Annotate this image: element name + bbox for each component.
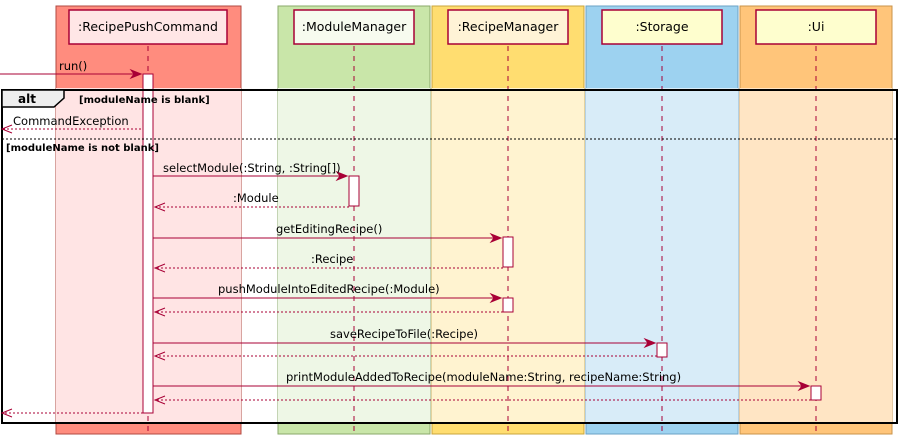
arrowhead-command-exception [0,124,13,134]
messages [0,68,811,418]
participant-box-module-manager [293,9,415,45]
participant-label-module-manager: :ModuleManager [302,19,407,34]
participant-headers: :RecipePushCommand :ModuleManager :Recip… [68,9,877,45]
alt-guard-1: [moduleName is blank] [79,95,210,106]
participant-label-ui: :Ui [808,19,825,34]
activation-bars [142,73,822,414]
participant-box-recipe-push-command [68,9,228,45]
activation-ui [810,385,822,401]
alt-frame: alt [moduleName is blank] [moduleName is… [1,89,898,424]
activation-storage [656,342,668,358]
label-push-module: pushModuleIntoEditedRecipe(:Module) [218,282,440,296]
activation-recipe-push-command [142,73,154,414]
participant-label-recipe-manager: :RecipeManager [458,19,560,34]
arrowhead-run [129,68,143,80]
alt-frame-tab [1,89,65,108]
participant-label-storage: :Storage [635,19,688,34]
alt-keyword: alt [18,92,36,106]
label-module-return: :Module [233,191,279,205]
arrowhead-print-module-added [797,380,811,392]
arrowhead-run-return [0,408,13,418]
arrowhead-module-return [153,202,166,212]
activation-recipe-manager-1 [502,236,514,268]
alt-guard-2: [moduleName is not blank] [6,143,159,154]
label-command-exception: CommandException [13,114,129,128]
arrowhead-recipe-return [153,263,166,273]
label-get-editing-recipe: getEditingRecipe() [276,222,382,236]
arrowhead-print-return [153,395,166,405]
arrowhead-push-module [489,292,503,304]
message-labels: run() CommandException selectModule(:Str… [13,59,681,384]
arrowhead-save-recipe [643,337,657,349]
label-print-module-added: printModuleAddedToRecipe(moduleName:Stri… [286,370,681,384]
arrowhead-push-return [153,307,166,317]
activation-recipe-manager-2 [502,297,514,313]
arrowhead-get-editing-recipe [489,232,503,244]
label-save-recipe: saveRecipeToFile(:Recipe) [330,327,478,341]
label-select-module: selectModule(:String, :String[]) [163,161,341,175]
arrowhead-select-module [335,170,349,182]
participant-box-storage [601,9,723,45]
participant-box-ui [755,9,877,45]
arrowhead-save-return [153,351,166,361]
participant-label-recipe-push-command: :RecipePushCommand [78,19,218,34]
label-recipe-return: :Recipe [311,252,353,266]
label-run: run() [59,59,87,73]
alt-frame-border [1,89,898,424]
participant-box-recipe-manager [447,9,569,45]
activation-module-manager [348,175,360,207]
